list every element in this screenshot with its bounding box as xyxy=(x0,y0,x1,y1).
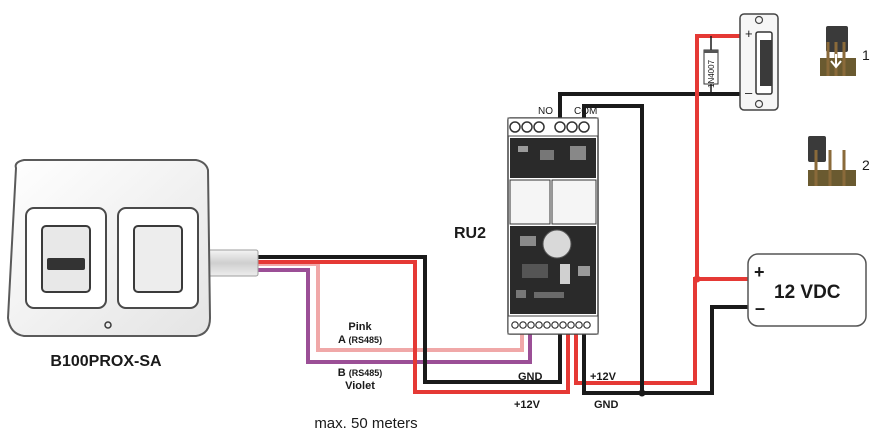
terminal-block-bottom xyxy=(507,315,599,335)
pink-color-label: Pink xyxy=(348,321,372,333)
v12-left-label: +12V xyxy=(514,399,541,411)
strike-minus-label: – xyxy=(745,85,753,100)
distance-label: max. 50 meters xyxy=(314,415,417,432)
wire-no-strike xyxy=(558,92,740,118)
electric-strike xyxy=(739,13,779,111)
diode-label: 1N4007 xyxy=(707,59,716,88)
terminal-com-label: COM xyxy=(574,106,597,117)
wire-strike-plus xyxy=(695,34,740,279)
psu-voltage-label: 12 VDC xyxy=(774,282,841,303)
strike-plus-label: + xyxy=(745,26,753,41)
led-indicator-icon xyxy=(104,321,112,329)
jumper-position-2-icon xyxy=(808,136,856,186)
psu-minus-label: – xyxy=(755,298,765,318)
wire-com-gnd xyxy=(582,104,644,393)
wire-pink xyxy=(256,262,524,352)
pink-signal-label: A (RS485) xyxy=(338,334,382,346)
v12-right-label: +12V xyxy=(590,371,617,383)
violet-signal-label: B (RS485) xyxy=(338,367,383,379)
junction-dot xyxy=(638,389,646,397)
gnd-right-label: GND xyxy=(594,399,619,411)
reader-device xyxy=(6,159,212,337)
terminal-block-top xyxy=(507,117,599,137)
psu-plus-label: + xyxy=(754,262,765,282)
violet-color-label: Violet xyxy=(345,380,375,392)
cable-sheath xyxy=(203,249,259,277)
fingerprint-sensor-icon xyxy=(47,258,85,270)
wire-reader-red xyxy=(256,260,570,394)
wire-relay-gnd xyxy=(582,305,752,395)
wire-relay-12v xyxy=(574,277,752,385)
wire-reader-black xyxy=(256,255,562,384)
jumper-position-1-icon xyxy=(820,26,856,76)
diode-icon xyxy=(703,49,719,85)
reader-name-label: B100PROX-SA xyxy=(50,353,162,370)
wire-violet xyxy=(256,268,532,364)
wires xyxy=(256,34,752,397)
terminal-no-label: NO xyxy=(538,106,553,117)
power-supply xyxy=(747,253,867,327)
jumper-2-label: 2 xyxy=(862,157,870,173)
jumper-1-label: 1 xyxy=(862,47,870,63)
gnd-left-label: GND xyxy=(518,371,543,383)
relay-name-label: RU2 xyxy=(454,225,486,242)
relay-board xyxy=(507,117,599,335)
junction-dot xyxy=(693,275,701,283)
